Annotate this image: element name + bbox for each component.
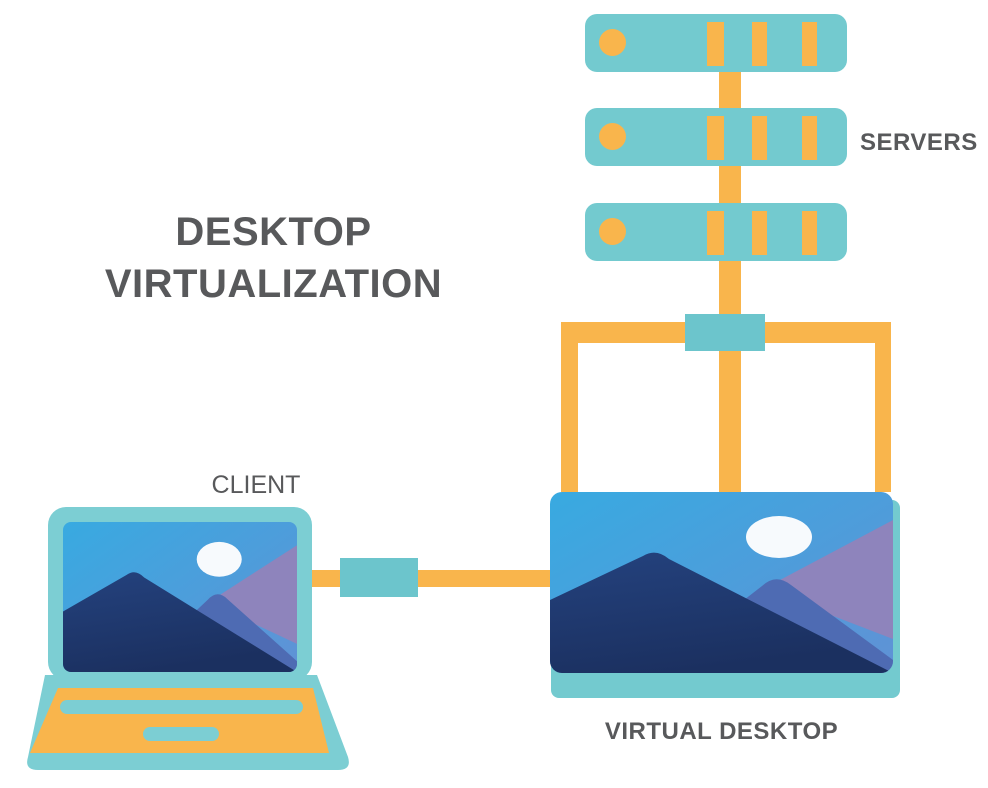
network-left-drop-line: [561, 322, 578, 492]
laptop-keyboard-deck: [30, 688, 329, 753]
server-rack-icon: [585, 203, 847, 261]
network-switch-icon: [685, 314, 765, 351]
sun-icon: [196, 541, 242, 577]
title-line-1: DESKTOP: [175, 210, 372, 254]
purple-ridge-icon: [208, 545, 297, 644]
page-title: DESKTOP VIRTUALIZATION: [46, 206, 501, 310]
server-rack-icon: [585, 14, 847, 72]
server-led-icon: [599, 123, 626, 150]
server-vent-icon: [707, 116, 724, 160]
front-mountain-icon: [550, 552, 893, 673]
server-vent-icon: [707, 211, 724, 255]
server-vent-icon: [802, 116, 817, 160]
laptop-keyboard-row: [60, 700, 303, 714]
server-rack-icon: [585, 108, 847, 166]
purple-ridge-icon: [763, 520, 893, 639]
laptop-base: [22, 672, 354, 772]
title-line-2: VIRTUALIZATION: [104, 262, 443, 306]
laptop-touchpad: [143, 727, 219, 741]
servers-label: SERVERS: [860, 129, 978, 156]
monitor-icon: [550, 492, 893, 673]
server-vent-icon: [802, 211, 817, 255]
server-led-icon: [599, 29, 626, 56]
virtual-desktop-label: VIRTUAL DESKTOP: [604, 718, 839, 745]
server-trunk-line: [719, 60, 741, 492]
sun-icon: [746, 516, 812, 558]
network-right-drop-line: [875, 322, 891, 492]
network-adapter-icon: [340, 558, 418, 597]
client-label: CLIENT: [211, 471, 301, 499]
server-vent-icon: [802, 22, 817, 66]
server-vent-icon: [752, 211, 767, 255]
server-vent-icon: [752, 22, 767, 66]
front-mountain-icon: [63, 572, 297, 672]
server-vent-icon: [707, 22, 724, 66]
server-vent-icon: [752, 116, 767, 160]
server-led-icon: [599, 218, 626, 245]
laptop-screen: [63, 522, 297, 672]
